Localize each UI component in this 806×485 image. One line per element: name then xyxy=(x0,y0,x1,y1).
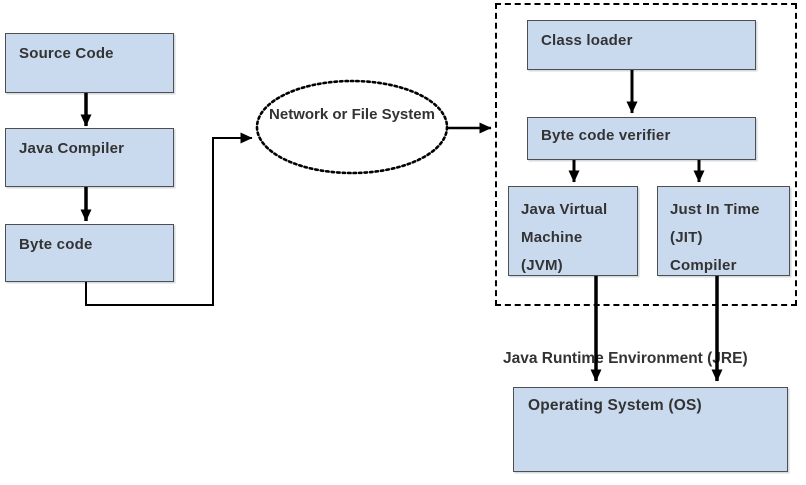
operating-system-label: Operating System (OS) xyxy=(528,397,702,414)
network-ellipse-label: Network or File System xyxy=(257,103,447,126)
box-source-code: Source Code xyxy=(5,33,174,93)
box-java-compiler: Java Compiler xyxy=(5,128,174,187)
jvm-line-1: Java Virtual xyxy=(521,201,608,218)
network-line1: Network or xyxy=(269,106,348,123)
box-byte-code: Byte code xyxy=(5,224,174,282)
byte-code-verifier-label: Byte code verifier xyxy=(541,127,671,144)
jvm-line-2: Machine xyxy=(521,229,583,246)
box-jvm: Java Virtual Machine (JVM) xyxy=(508,186,638,276)
jit-line-1: Just In Time xyxy=(670,201,760,218)
box-operating-system: Operating System (OS) xyxy=(513,387,788,472)
network-line2: File System xyxy=(351,106,435,123)
jit-line-3: Compiler xyxy=(670,257,737,274)
jvm-line-3: (JVM) xyxy=(521,257,563,274)
jre-environment-label: Java Runtime Environment (JRE) xyxy=(503,350,748,367)
jre-group-border xyxy=(495,3,797,306)
byte-code-label: Byte code xyxy=(19,236,93,253)
box-class-loader: Class loader xyxy=(527,20,756,70)
box-jit-compiler: Just In Time (JIT) Compiler xyxy=(657,186,790,276)
java-compiler-label: Java Compiler xyxy=(19,140,125,157)
class-loader-label: Class loader xyxy=(541,32,633,49)
source-code-label: Source Code xyxy=(19,45,114,62)
jit-line-2: (JIT) xyxy=(670,229,703,246)
network-ellipse-shape xyxy=(255,79,449,175)
box-byte-code-verifier: Byte code verifier xyxy=(527,117,756,160)
